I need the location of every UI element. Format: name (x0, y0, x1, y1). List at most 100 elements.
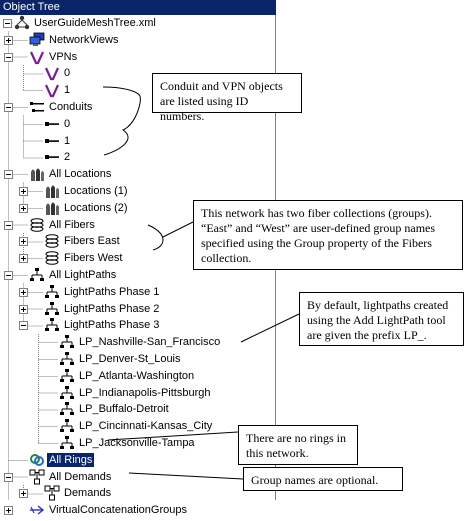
tree-leaf[interactable]: LP_Indianapolis-Pittsburgh (0, 385, 276, 401)
tree-node[interactable]: Conduits (0, 99, 276, 115)
tree-node[interactable]: LightPaths Phase 2 (0, 301, 276, 317)
tree-leaf[interactable]: 2 (0, 149, 276, 165)
tree-leaf[interactable]: 0 (0, 65, 276, 81)
conduit-icon (44, 149, 60, 165)
expand-toggle[interactable] (19, 237, 28, 247)
expand-toggle[interactable] (4, 35, 13, 45)
tree-node[interactable]: Fibers West (0, 250, 276, 266)
panel-title: Object Tree (0, 0, 276, 15)
tree-node-label: VirtualConcatenationGroups (49, 504, 187, 517)
tree-node-label: Fibers West (64, 252, 123, 265)
expand-toggle[interactable] (19, 489, 28, 499)
tree-leaf[interactable]: LP_Nashville-San_Francisco (0, 334, 276, 350)
collapse-toggle[interactable] (19, 321, 28, 331)
lightpath-icon (44, 301, 60, 317)
vpn-icon (29, 49, 45, 65)
tree-leaf[interactable]: All Rings (0, 452, 276, 468)
tree-node[interactable]: All Demands (0, 469, 276, 485)
tree-node[interactable]: All LightPaths (0, 267, 276, 283)
callout-groups: Group names are optional. (243, 467, 403, 491)
vcg-arrow-icon (29, 502, 45, 518)
demand-icon (44, 485, 60, 501)
tree-node[interactable]: Demands (0, 485, 276, 501)
tree-node[interactable]: NetworkViews (0, 32, 276, 48)
lightpath-icon (59, 351, 75, 367)
network-views-icon (29, 32, 45, 48)
collapse-toggle[interactable] (4, 220, 13, 230)
expand-toggle[interactable] (19, 304, 28, 314)
vpn-icon (44, 65, 60, 81)
tree-leaf[interactable]: LP_Jacksonville-Tampa (0, 435, 276, 451)
lightpath-icon (59, 418, 75, 434)
expand-toggle[interactable] (19, 203, 28, 213)
tree-node-label: All Fibers (49, 218, 95, 231)
tree-node[interactable]: Locations (2) (0, 200, 276, 216)
lightpath-icon (29, 267, 45, 283)
expand-toggle[interactable] (4, 506, 13, 516)
tree-node-label: All LightPaths (49, 269, 117, 281)
tree-node[interactable]: Fibers East (0, 233, 276, 249)
tree-leaf[interactable]: LP_Denver-St_Louis (0, 351, 276, 367)
tree-node-label: NetworkViews (49, 33, 119, 46)
tree-node-label: Conduits (49, 101, 93, 113)
collapse-toggle[interactable] (4, 472, 13, 482)
tree-node-label: All Locations (49, 168, 112, 181)
tree-leaf[interactable]: LP_Buffalo-Detroit (0, 401, 276, 417)
tree-node-label: LightPaths Phase 1 (64, 285, 160, 298)
tree-node[interactable]: All Fibers (0, 217, 276, 233)
tree-node[interactable]: UserGuideMeshTree.xml (0, 15, 276, 31)
tree-node[interactable]: Locations (1) (0, 183, 276, 199)
fiber-icon (44, 233, 60, 249)
collapse-toggle[interactable] (4, 103, 13, 112)
tree-node-label: Demands (64, 487, 112, 500)
callout-fibers: This network has two fiber collections (… (193, 200, 463, 270)
collapse-toggle[interactable] (3, 19, 12, 28)
tree-node-label: LP_Buffalo-Detroit (79, 403, 169, 416)
lightpath-icon (59, 385, 75, 401)
tree-node[interactable]: VirtualConcatenationGroups (0, 502, 276, 518)
conduit-icon (44, 116, 60, 132)
demand-icon (29, 469, 45, 485)
tree-node-label: LP_Cincinnati-Kansas_City (79, 420, 213, 433)
tree-node[interactable]: LightPaths Phase 1 (0, 284, 276, 300)
fiber-icon (44, 250, 60, 266)
tree-node-label: Fibers East (64, 235, 120, 248)
tree-node-label: 0 (64, 117, 71, 130)
expand-toggle[interactable] (19, 254, 28, 264)
callout-rings: There are no rings in this network. (238, 425, 358, 465)
lightpath-icon (59, 334, 75, 350)
tree-leaf[interactable]: 1 (0, 82, 276, 98)
tree-node[interactable]: LightPaths Phase 3 (0, 317, 276, 333)
tree-leaf[interactable]: LP_Atlanta-Washington (0, 368, 276, 384)
lightpath-icon (44, 284, 60, 300)
conduit-icon (29, 99, 45, 115)
lightpath-icon (59, 435, 75, 451)
collapse-toggle[interactable] (4, 170, 13, 180)
tree-node-label: LP_Indianapolis-Pittsburgh (79, 386, 211, 399)
tree-node[interactable]: All Locations (0, 166, 276, 182)
location-icon (29, 166, 45, 182)
conduit-icon (44, 133, 60, 149)
ring-icon (29, 452, 45, 468)
tree-node-label: LP_Nashville-San_Francisco (79, 336, 221, 349)
tree-node-label: All Demands (49, 470, 112, 483)
collapse-toggle[interactable] (4, 52, 13, 62)
tree-node[interactable]: VPNs (0, 49, 276, 65)
location-icon (44, 200, 60, 216)
network-tree-icon (14, 15, 30, 31)
tree-node-label: 0 (64, 67, 71, 80)
tree-leaf[interactable]: 1 (0, 133, 276, 149)
tree-node-label: 1 (64, 134, 71, 147)
tree-node-label: Locations (1) (64, 185, 128, 197)
tree-leaf[interactable]: LP_Cincinnati-Kansas_City (0, 418, 276, 434)
expand-toggle[interactable] (19, 287, 28, 297)
tree-leaf[interactable]: 0 (0, 116, 276, 132)
tree-node-label: All Rings (47, 452, 95, 467)
tree-node-label: UserGuideMeshTree.xml (34, 17, 156, 29)
tree-node-label: LightPaths Phase 3 (64, 319, 160, 332)
lightpath-icon (59, 401, 75, 417)
expand-toggle[interactable] (19, 187, 28, 196)
collapse-toggle[interactable] (4, 271, 13, 280)
callout-lightpaths: By default, lightpaths created using the… (299, 292, 464, 346)
